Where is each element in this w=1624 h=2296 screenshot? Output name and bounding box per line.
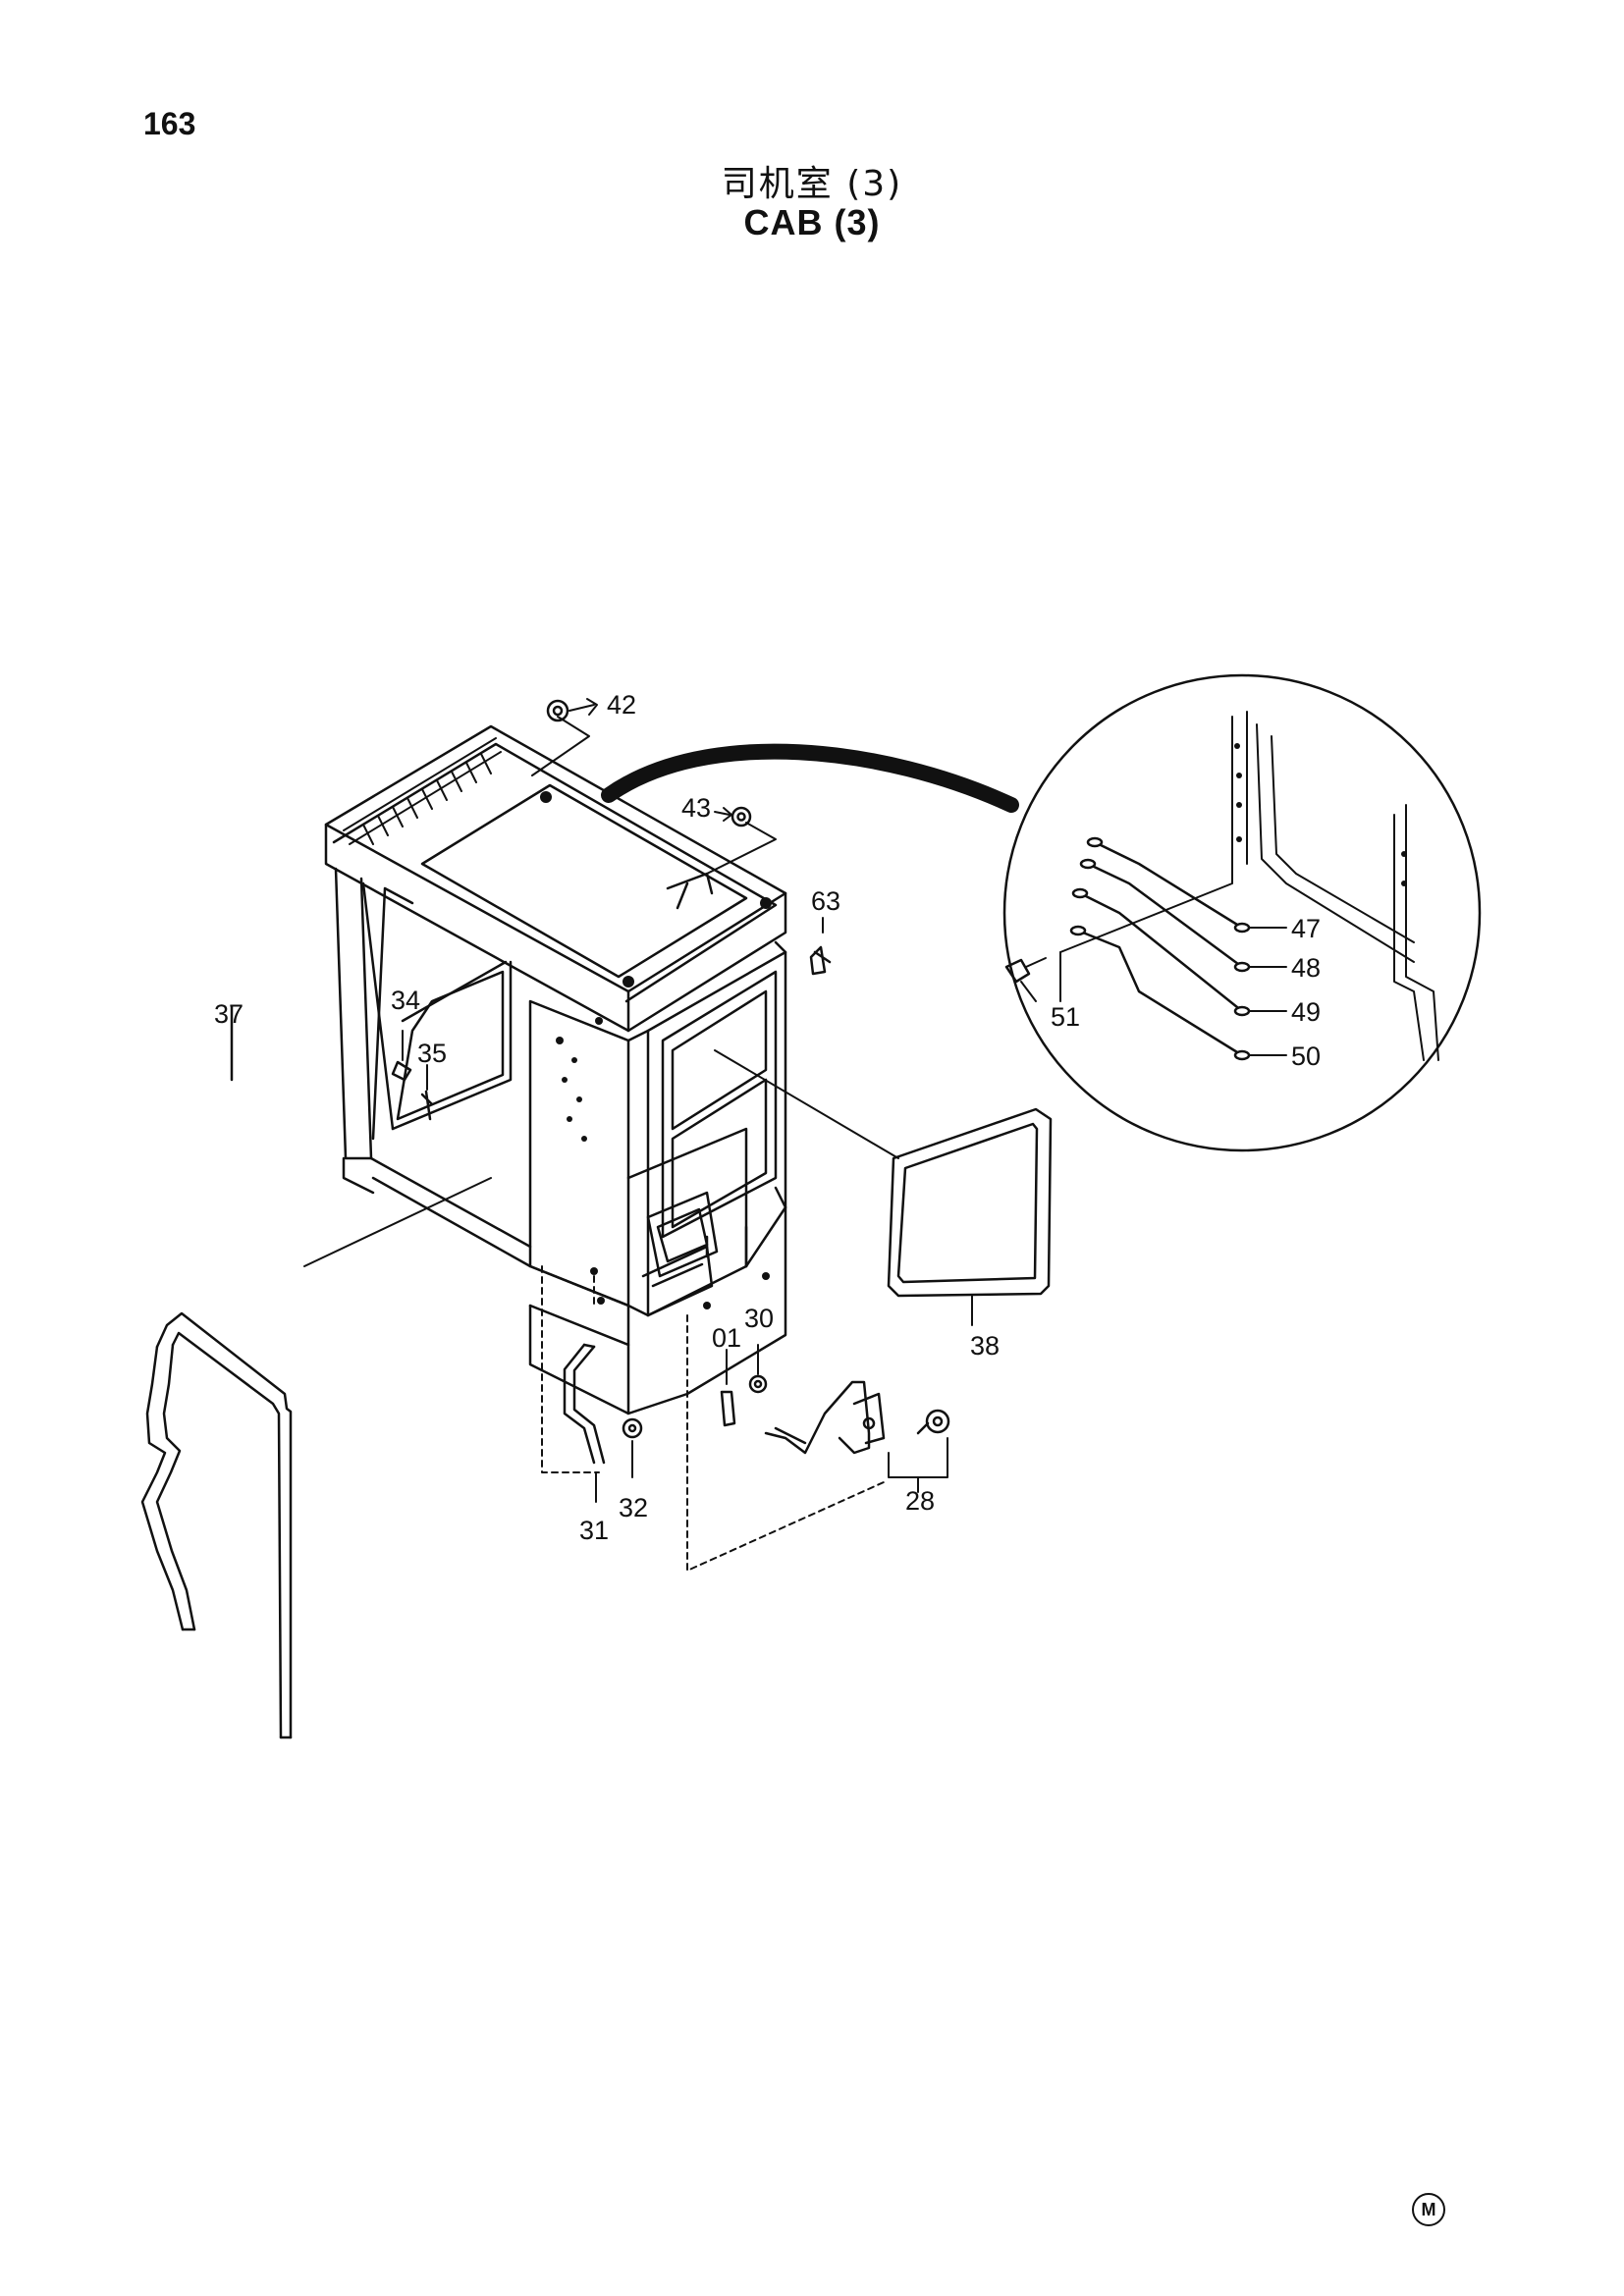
callout-48: 48 [1291,953,1321,983]
callout-43: 43 [681,793,711,823]
part-32-bolt [622,1417,643,1478]
part-31-rod [541,1265,606,1503]
callout-35: 35 [417,1039,447,1068]
manufacturer-mark: M [1412,2193,1445,2226]
callout-63: 63 [811,886,840,916]
detail-callout-circle [601,673,1482,1152]
part-38-seal [714,1049,1053,1326]
callout-32: 32 [619,1493,648,1522]
callout-01: 01 [712,1323,741,1353]
part-43-nut [706,806,777,875]
page-number: 163 [143,106,196,141]
part-28-bracket [764,1380,950,1493]
callout-38: 38 [970,1331,1000,1361]
callout-30: 30 [744,1304,774,1333]
callout-47: 47 [1291,914,1321,943]
leader-line [303,1177,492,1267]
callout-49: 49 [1291,997,1321,1027]
page-title-english: CAB (3) [743,202,881,242]
callout-51: 51 [1051,1002,1080,1032]
callout-34: 34 [391,986,420,1015]
page-title-chinese: 司机室 (3) [721,164,903,204]
callout-50: 50 [1291,1041,1321,1071]
part-34-35-fasteners [391,1030,434,1121]
part-37-seal [140,1004,293,1739]
cab-body [324,724,787,1415]
callout-37: 37 [214,999,244,1029]
part-63-bolt [809,917,832,976]
callout-42: 42 [607,690,636,720]
part-42-nut [531,698,598,776]
callout-31: 31 [579,1516,609,1545]
callout-28: 28 [905,1486,935,1516]
part-01-clip [720,1349,736,1427]
callout-labels: 42 43 63 37 34 35 38 01 30 31 32 28 47 4… [214,690,1321,1545]
part-30-nut [748,1344,768,1394]
dashed-guide [686,1314,885,1572]
